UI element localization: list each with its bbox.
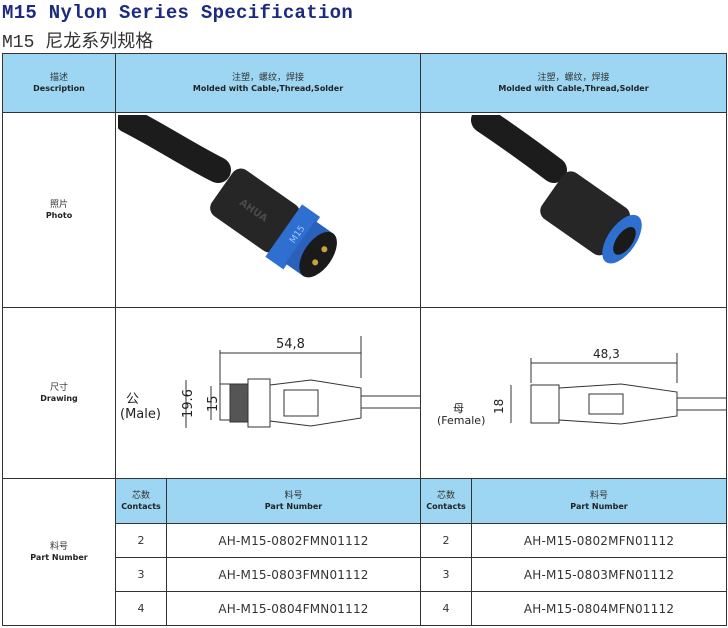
header-row: 描述 Description 注塑，螺纹，焊接 Molded with Cabl…: [2, 53, 728, 113]
contacts-en: Contacts: [426, 501, 466, 511]
contacts-en: Contacts: [121, 501, 161, 511]
male-connector-image: AHUA M15: [118, 115, 337, 278]
female-header-zh: 注塑，螺纹，焊接: [537, 72, 610, 83]
page-title: M15 Nylon Series Specification: [2, 2, 354, 24]
part-header-zh: 料号: [590, 490, 609, 501]
male-photo: AHUA M15: [114, 112, 422, 308]
contacts-cell: 4: [420, 591, 473, 626]
part-en: Part Number: [30, 552, 88, 562]
female-header: 注塑，螺纹，焊接 Molded with Cable,Thread,Solder: [420, 53, 728, 113]
part-number-label: 料号 Part Number: [2, 478, 116, 626]
female-part-number: AH-M15-0804MFN01112: [471, 591, 728, 626]
photo-label: 照片 Photo: [2, 112, 116, 308]
male-part-header: 料号 Part Number: [165, 478, 422, 524]
photo-row: 照片 Photo AHUA M15: [2, 112, 728, 308]
contacts-cell: 2: [420, 523, 473, 558]
page-subtitle: M15 尼龙系列规格: [2, 33, 154, 53]
female-zh-label: 母: [453, 402, 464, 415]
contacts-zh: 芯数: [437, 490, 456, 501]
female-part-number: AH-M15-0803MFN01112: [471, 557, 728, 592]
contacts-zh: 芯数: [131, 490, 150, 501]
contacts-cell: 3: [115, 557, 167, 592]
part-header-en: Part Number: [264, 501, 323, 511]
spec-table: 描述 Description 注塑，螺纹，焊接 Molded with Cabl…: [2, 53, 728, 626]
female-header-en: Molded with Cable,Thread,Solder: [498, 83, 649, 93]
male-header-zh: 注塑，螺纹，焊接: [232, 72, 305, 83]
male-drawing-image: 公 (Male) 54,8 19.6 15: [120, 336, 421, 428]
male-part-number: AH-M15-0803FMN01112: [165, 557, 422, 592]
contacts-cell: 2: [115, 523, 167, 558]
male-header-en: Molded with Cable,Thread,Solder: [192, 83, 344, 93]
drawing-en: Drawing: [40, 393, 78, 403]
male-drawing: 公 (Male) 54,8 19.6 15: [114, 307, 422, 479]
female-part-number: AH-M15-0802MFN01112: [471, 523, 728, 558]
contacts-cell: 3: [420, 557, 473, 592]
male-en-label: (Male): [120, 407, 161, 422]
description-zh: 描述: [49, 72, 68, 83]
male-inner-dia: 15: [206, 395, 221, 412]
female-dia: 18: [492, 399, 506, 414]
photo-en: Photo: [45, 210, 73, 220]
male-part-number: AH-M15-0802FMN01112: [165, 523, 422, 558]
female-en-label: (Female): [437, 414, 485, 427]
drawing-label: 尺寸 Drawing: [2, 307, 116, 479]
contacts-cell: 4: [115, 591, 167, 626]
part-header-en: Part Number: [570, 501, 628, 511]
female-photo: [420, 112, 728, 308]
male-contacts-header: 芯数 Contacts: [115, 478, 167, 524]
female-drawing: 母 (Female) 48,3 18: [420, 307, 728, 479]
female-contacts-header: 芯数 Contacts: [420, 478, 473, 524]
drawing-row: 尺寸 Drawing 公 (Male) 54,8 19.6 15: [2, 307, 728, 479]
part-header-row: 料号 Part Number 芯数 Contacts 料号 Part Numbe…: [2, 478, 728, 626]
male-part-number: AH-M15-0804FMN01112: [165, 591, 422, 626]
male-header: 注塑，螺纹，焊接 Molded with Cable,Thread,Solder: [114, 53, 422, 113]
female-part-header: 料号 Part Number: [471, 478, 728, 524]
photo-zh: 照片: [49, 199, 68, 210]
male-length-dim: 54,8: [276, 337, 305, 352]
table-row: 3 AH-M15-0803FMN01112 3 AH-M15-0803MFN01…: [3, 557, 728, 592]
part-zh: 料号: [49, 541, 68, 552]
male-outer-dia: 19.6: [181, 389, 196, 418]
table-row: 4 AH-M15-0804FMN01112 4 AH-M15-0804MFN01…: [3, 591, 728, 626]
female-length-dim: 48,3: [593, 347, 620, 361]
description-header: 描述 Description: [2, 53, 116, 113]
female-drawing-image: 母 (Female) 48,3 18: [437, 347, 727, 427]
male-zh-label: 公: [126, 392, 139, 407]
description-en: Description: [33, 83, 85, 93]
drawing-zh: 尺寸: [49, 382, 68, 393]
part-header-zh: 料号: [284, 490, 303, 501]
female-connector-image: [470, 115, 642, 264]
